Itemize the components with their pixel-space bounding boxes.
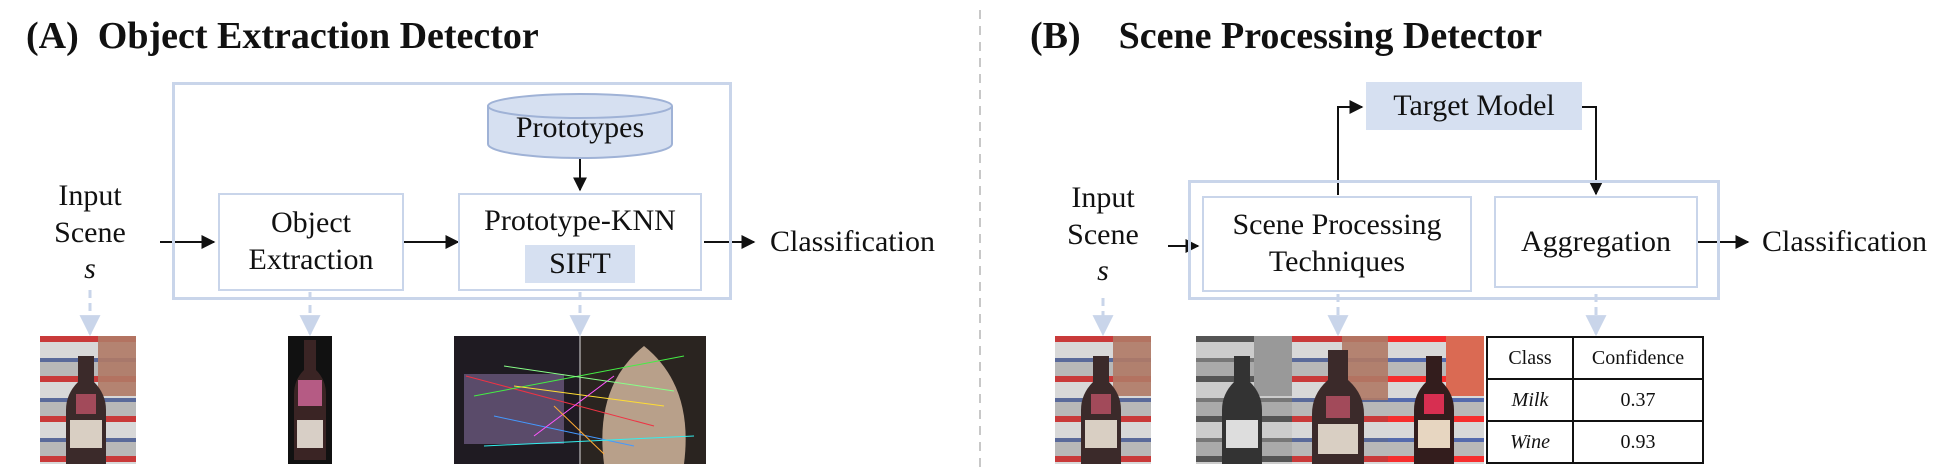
prototype-knn-box: Prototype-KNN SIFT — [458, 193, 702, 291]
scene-processing-box: Scene Processing Techniques — [1202, 196, 1472, 292]
table-header-confidence: Confidence — [1572, 336, 1704, 380]
b-input-bottle-illustration — [1081, 336, 1151, 464]
panel-b-label: (B) — [1030, 15, 1081, 57]
table-row: Wine 0.93 — [1486, 420, 1704, 464]
b-input-scene-image — [1055, 336, 1151, 464]
processed-image-crop — [1292, 336, 1388, 464]
object-extraction-line1: Object — [271, 206, 351, 240]
panel-b-title-text: Scene Processing Detector — [1118, 15, 1543, 57]
sift-matches-illustration — [454, 336, 706, 464]
panel-b-title: (B) Scene Processing Detector — [1030, 14, 1542, 58]
sift-matching-image — [454, 336, 706, 464]
color-bottle-illustration — [1414, 336, 1484, 464]
grayscale-bottle-illustration — [1222, 336, 1292, 464]
arrow-scene-to-target — [1337, 100, 1364, 195]
table-header-row: Class Confidence — [1486, 336, 1704, 380]
input-scene-image — [40, 336, 136, 464]
prototype-knn-label: Prototype-KNN — [484, 204, 676, 237]
input-line2: Scene — [54, 215, 126, 249]
prototypes-label: Prototypes — [515, 111, 645, 144]
target-model-box: Target Model — [1366, 82, 1582, 130]
scene-processing-line2: Techniques — [1268, 245, 1406, 278]
b-input-symbol: s — [1097, 254, 1109, 288]
input-line1: Input — [58, 179, 122, 212]
table-row: Milk 0.37 — [1486, 378, 1704, 422]
input-symbol: s — [84, 252, 96, 286]
panel-a-title-text: Object Extraction Detector — [97, 15, 539, 57]
processed-image-grayscale — [1196, 336, 1292, 464]
b-input-line2: Scene — [1067, 217, 1139, 251]
panel-b-output: Classification — [1762, 225, 1927, 258]
panel-b-input: Input Scene s — [1053, 180, 1153, 290]
panel-a-label: (A) — [26, 15, 79, 57]
panel-b-detector-frame — [1188, 180, 1720, 300]
panel-a-detector-frame — [172, 82, 732, 300]
table-cell-class: Wine — [1486, 420, 1574, 464]
table-cell-confidence: 0.37 — [1572, 378, 1704, 422]
prototypes-database-icon — [487, 93, 673, 159]
confidence-table: Class Confidence Milk 0.37 Wine 0.93 — [1486, 336, 1704, 464]
table-cell-class: Milk — [1486, 378, 1574, 422]
arrow-target-to-aggregation — [1582, 106, 1603, 196]
extracted-bottle-illustration — [294, 340, 326, 460]
panel-a-output: Classification — [770, 225, 935, 258]
crop-bottle-illustration — [1312, 336, 1388, 464]
table-cell-confidence: 0.93 — [1572, 420, 1704, 464]
object-extraction-box: Object Extraction — [218, 193, 404, 291]
table-header-class: Class — [1486, 336, 1574, 380]
processed-image-color — [1388, 336, 1484, 464]
panel-a-title: (A) Object Extraction Detector — [26, 14, 539, 58]
aggregation-box: Aggregation — [1494, 196, 1698, 288]
sift-badge: SIFT — [525, 245, 635, 283]
input-scene-bottle-illustration — [66, 336, 136, 464]
b-input-line1: Input — [1071, 181, 1135, 214]
object-extraction-line2: Extraction — [248, 243, 374, 276]
scene-processing-line1: Scene Processing — [1232, 208, 1442, 242]
extracted-object-image — [288, 336, 332, 464]
panel-a-input: Input Scene s — [40, 178, 140, 288]
